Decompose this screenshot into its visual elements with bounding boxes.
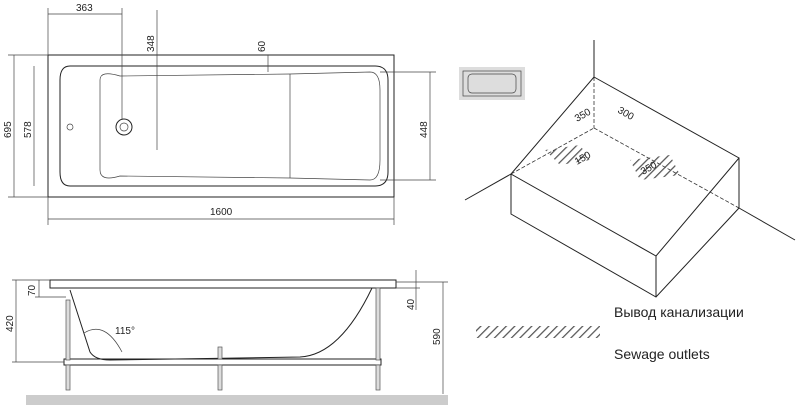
outlet-hatch-2 — [630, 155, 680, 180]
legend-hatch-swatch — [476, 326, 600, 338]
top-view: 363 348 60 695 578 448 1600 — [3, 3, 436, 225]
tub-basin — [99, 71, 381, 181]
isometric-view: 350 300 150 350 — [459, 40, 796, 298]
tub-outline — [47, 54, 395, 198]
dim-total-width: 695 — [3, 121, 14, 138]
dim-length: 1600 — [210, 207, 233, 218]
legend-label-en: Sewage outlets — [614, 346, 710, 362]
dim-rim: 60 — [257, 40, 268, 52]
tub-rim — [49, 279, 397, 289]
dim-drain-offset: 363 — [76, 3, 93, 14]
tub-inner — [59, 65, 389, 187]
dim-iso-b: 300 — [616, 105, 636, 123]
dim-iso-a: 350 — [573, 107, 593, 125]
dim-total-height: 590 — [432, 328, 443, 345]
dim-drain-height: 348 — [146, 35, 157, 52]
floor — [26, 395, 448, 405]
dim-body-height: 420 — [5, 315, 16, 332]
legend-label-ru: Вывод канализации — [614, 304, 744, 320]
dim-inner-width: 578 — [23, 121, 34, 138]
dim-angle: 115° — [115, 326, 135, 337]
outlet-hatch-1 — [545, 145, 590, 165]
dim-rim-edge: 40 — [406, 298, 417, 310]
dim-inner-end: 448 — [419, 121, 430, 138]
side-view: 70 420 115° 40 590 — [5, 270, 448, 405]
dim-rim-height: 70 — [27, 284, 38, 296]
tub-thumbnail — [462, 70, 522, 97]
thumbnail-bg — [459, 67, 525, 100]
drain-icon — [115, 118, 133, 136]
